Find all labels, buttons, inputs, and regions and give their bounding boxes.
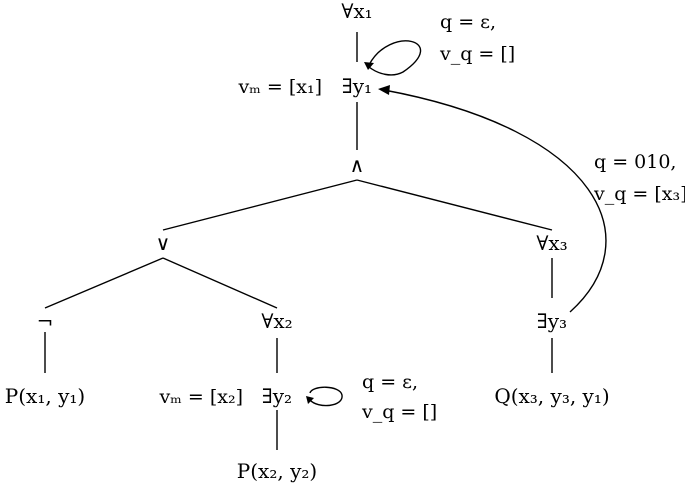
annotations: vₘ = [x₁] vₘ = [x₂] q = ε, v_q = [] q = … [158,11,685,423]
arrowhead-loop-y2 [306,396,314,404]
node-exists-y2: ∃y₂ [262,384,292,408]
node-exists-y3: ∃y₃ [537,309,567,333]
loop-y2-q-label: q = ε, [362,371,418,393]
loop-y2-vq-label: v_q = [] [361,401,437,423]
self-loop-exists-y1 [364,40,421,76]
arrowhead-loop-y1 [364,62,374,70]
edge-and-or [162,179,358,231]
arrowhead-back-edge [378,85,390,95]
self-loop-exists-y2 [306,386,343,407]
node-forall-x3: ∀x₃ [536,231,567,255]
node-forall-x2: ∀x₂ [261,309,292,333]
leaf-p-x1-y1: P(x₁, y₁) [5,384,85,408]
vm-label-y1: vₘ = [x₁] [237,76,322,98]
leaf-p-x2-y2: P(x₂, y₂) [237,459,317,483]
node-exists-y1: ∃y₁ [342,74,372,98]
back-edge-q-label: q = 010, [594,151,676,173]
node-forall-x1: ∀x₁ [341,0,372,23]
edge-and-forall-x3 [356,179,553,231]
tree-edges [44,32,553,450]
node-not: ¬ [37,309,54,333]
loop-y1-vq-label: v_q = [] [439,43,515,65]
tree-nodes: ∀x₁ ∃y₁ ∧ ∨ ∀x₃ ¬ ∀x₂ ∃y₃ P(x₁, y₁) ∃y₂ … [5,0,610,483]
back-edge-y3-to-y1 [378,85,607,313]
vm-label-y2: vₘ = [x₂] [158,386,243,408]
edge-or-forall-x2 [162,257,278,309]
edge-or-not [44,257,164,309]
back-edge-vq-label: v_q = [x₃] [593,183,685,205]
leaf-q-x3-y3-y1: Q(x₃, y₃, y₁) [494,384,609,408]
loop-y1-q-label: q = ε, [440,11,496,33]
node-or: ∨ [156,231,171,255]
node-and: ∧ [350,153,365,177]
